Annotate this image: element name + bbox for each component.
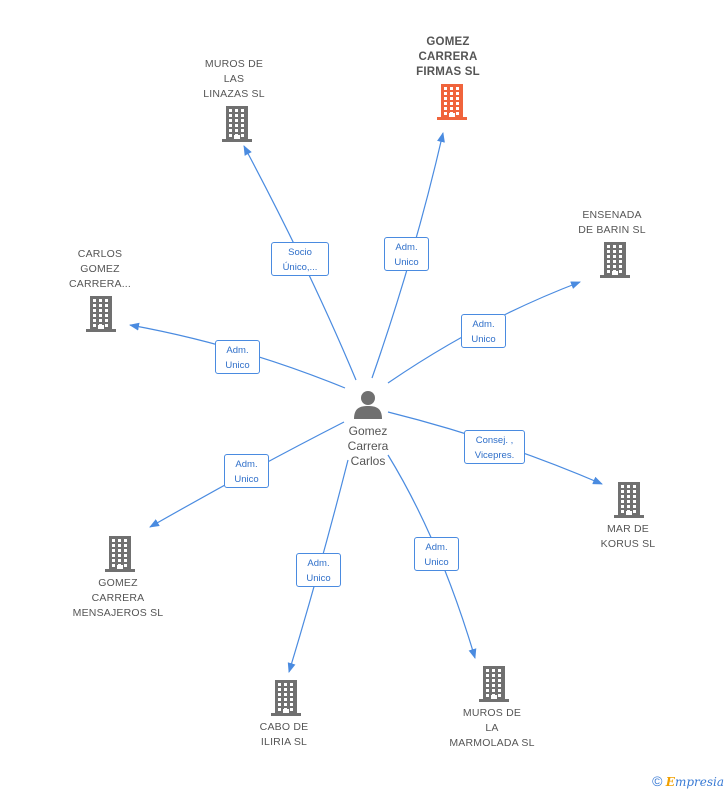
building-icon-gomez-carrera-mensajeros[interactable]	[103, 536, 137, 577]
node-label-ensenada-barin[interactable]: ENSENADA DE BARIN SL	[578, 209, 646, 236]
building-icon-cabo-de-iliria[interactable]	[269, 680, 303, 721]
edge-label-gomez-carrera-firmas[interactable]: Adm. Unico	[384, 237, 429, 271]
footer-brand: © Empresia	[652, 773, 724, 789]
edge-label-gomez-carrera-mensajeros[interactable]: Adm. Unico	[224, 454, 269, 488]
brand-name: mpresia	[674, 775, 724, 789]
node-label-gomez-carrera-firmas[interactable]: GOMEZ CARRERA FIRMAS SL	[416, 36, 480, 78]
copyright-icon: ©	[652, 773, 663, 789]
node-label-carlos-gomez-carrera[interactable]: CARLOS GOMEZ CARRERA...	[68, 248, 132, 290]
edge-label-muros-marmolada[interactable]: Adm. Unico	[414, 537, 459, 571]
building-icon-gomez-carrera-firmas[interactable]	[435, 84, 469, 125]
node-label-muros-linazas[interactable]: MUROS DE LAS LINAZAS SL	[203, 58, 265, 100]
building-icon-muros-linazas[interactable]	[220, 106, 254, 147]
brand-initial: E	[665, 775, 675, 789]
node-label-muros-marmolada[interactable]: MUROS DE LA MARMOLADA SL	[449, 707, 535, 749]
edge-label-mar-de-korus[interactable]: Consej. , Vicepres.	[464, 430, 525, 464]
edge-label-ensenada-barin[interactable]: Adm. Unico	[461, 314, 506, 348]
edge-label-muros-linazas[interactable]: Socio Único,...	[271, 242, 329, 276]
building-icon-muros-marmolada[interactable]	[477, 666, 511, 707]
edge-label-carlos-gomez-carrera[interactable]: Adm. Unico	[215, 340, 260, 374]
building-icon-ensenada-barin[interactable]	[598, 242, 632, 283]
center-person-label[interactable]: Gomez Carrera Carlos	[347, 424, 389, 468]
node-label-cabo-de-iliria[interactable]: CABO DE ILIRIA SL	[259, 721, 309, 748]
building-icon-mar-de-korus[interactable]	[612, 482, 646, 523]
node-label-mar-de-korus[interactable]: MAR DE KORUS SL	[600, 523, 656, 550]
person-icon[interactable]	[353, 389, 383, 424]
building-icon-carlos-gomez-carrera[interactable]	[84, 296, 118, 337]
edge-label-cabo-de-iliria[interactable]: Adm. Unico	[296, 553, 341, 587]
node-label-gomez-carrera-mensajeros[interactable]: GOMEZ CARRERA MENSAJEROS SL	[72, 577, 164, 619]
